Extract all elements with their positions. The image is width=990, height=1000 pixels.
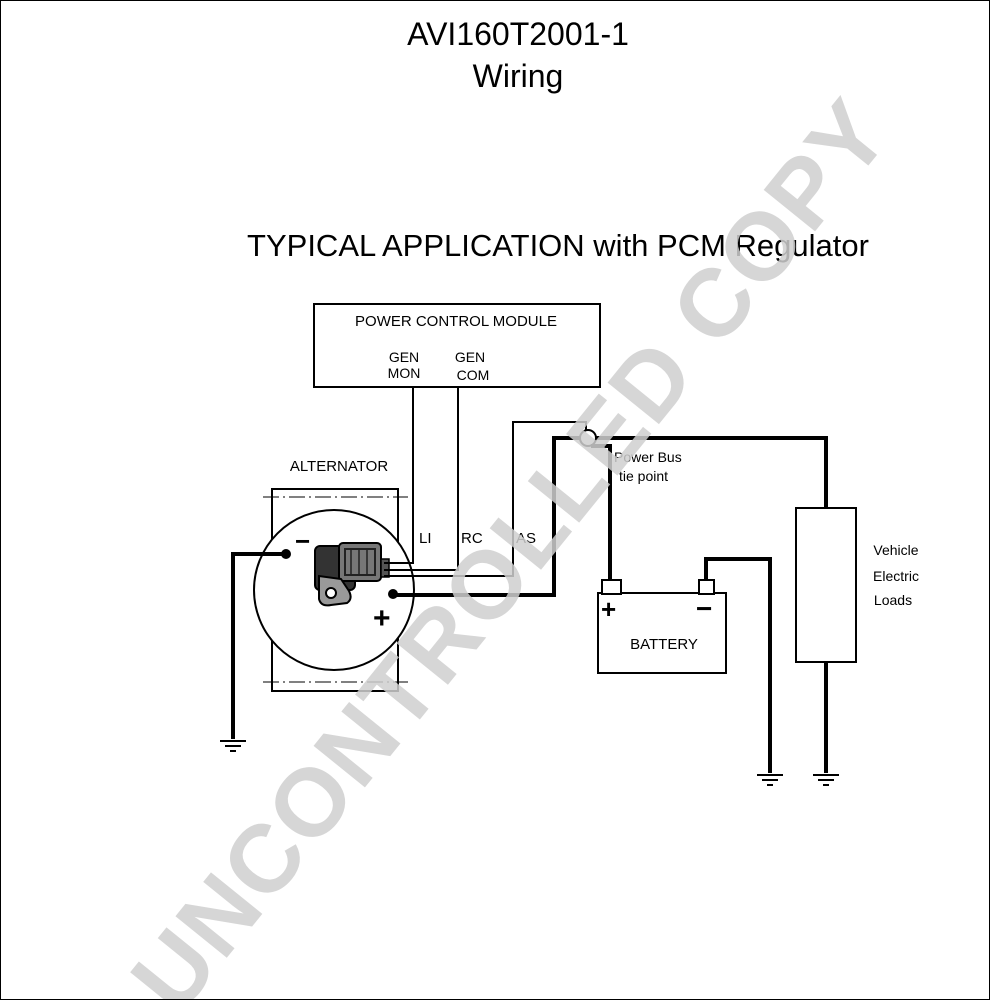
ground-icon xyxy=(813,774,839,786)
power-bus-label-1: Power Bus xyxy=(614,449,682,465)
power-control-module-box xyxy=(313,303,601,388)
pcm-gen-com-label-2: COM xyxy=(457,367,490,383)
wire-as-sense xyxy=(384,421,587,577)
pcm-gen-mon-label-2: MON xyxy=(388,365,421,381)
pcm-gen-mon-label-1: GEN xyxy=(389,349,419,365)
battery-label: BATTERY xyxy=(630,636,698,653)
terminal-li-label: LI xyxy=(419,530,432,547)
wire-gen-com xyxy=(384,387,459,571)
uncontrolled-copy-watermark: UNCONTROLLED COPY xyxy=(111,80,910,1000)
part-number-title: AVI160T2001-1 xyxy=(407,16,629,52)
loads-label-1: Vehicle xyxy=(873,542,918,558)
alternator-label: ALTERNATOR xyxy=(290,458,389,475)
alternator-minus-sign: − xyxy=(295,526,310,556)
pcm-title: POWER CONTROL MODULE xyxy=(355,313,557,330)
vehicle-loads-box xyxy=(795,507,857,663)
power-bus-label-2: tie point xyxy=(619,468,668,484)
terminal-as-label: AS xyxy=(516,530,536,547)
wire-alternator-output xyxy=(393,436,583,597)
ground-icon xyxy=(757,774,783,786)
battery-plus-sign: + xyxy=(601,594,616,624)
wire-bus-to-battery xyxy=(591,444,612,581)
regulator-icon xyxy=(314,542,390,607)
wire-bus-to-loads xyxy=(596,436,828,508)
wiring-subtitle: Wiring xyxy=(473,58,564,94)
wire-gen-mon xyxy=(384,387,414,564)
pcm-gen-com-label-1: GEN xyxy=(455,349,485,365)
loads-label-2: Electric xyxy=(873,568,919,584)
battery-positive-post xyxy=(601,579,622,595)
battery-negative-post xyxy=(698,579,715,595)
ground-icon xyxy=(220,740,246,752)
loads-label-3: Loads xyxy=(874,592,912,608)
battery-minus-sign: − xyxy=(696,593,712,624)
application-title: TYPICAL APPLICATION with PCM Regulator xyxy=(247,228,869,263)
battery-box xyxy=(597,592,727,674)
alternator-plus-sign: + xyxy=(373,602,391,635)
wire-battery-ground xyxy=(704,557,772,773)
wire-alternator-ground xyxy=(231,552,286,739)
terminal-rc-label: RC xyxy=(461,530,483,547)
